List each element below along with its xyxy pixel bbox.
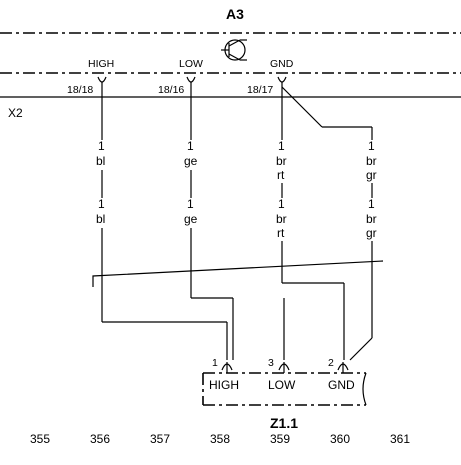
wire-labels-bl: 1 bl 1 bl (96, 139, 105, 226)
connector-x2-label: X2 (8, 106, 23, 120)
transistor-icon (221, 39, 247, 61)
signal-label-gnd: GND (270, 58, 294, 70)
module-a3-label: A3 (226, 6, 244, 22)
grid-number: 360 (330, 432, 350, 446)
plug-icon-2 (337, 362, 349, 373)
pin-label-18-18: 18/18 (67, 84, 93, 96)
signal-label-low: LOW (179, 58, 203, 70)
pin-label-18-17: 18/17 (247, 84, 273, 96)
wire-label: br (366, 212, 377, 226)
wire-label: 1 (368, 139, 375, 153)
component-z11-label: Z1.1 (270, 415, 298, 431)
plug-icon-1 (221, 362, 233, 373)
wire-label: 1 (278, 197, 285, 211)
grid-number: 355 (30, 432, 50, 446)
component-z11-right-border (362, 372, 367, 406)
grid-numbers: 355 356 357 358 359 360 361 (30, 432, 410, 446)
wire-labels-br-gr: 1 br gr 1 br gr (366, 139, 377, 240)
component-z11: Z1.1 1 3 2 HIGH LOW GND (202, 357, 367, 431)
grid-number: 358 (210, 432, 230, 446)
socket-icon-high (97, 76, 107, 87)
wire-label: gr (366, 168, 377, 182)
wire-label: br (276, 212, 287, 226)
signal-label-high: HIGH (88, 58, 114, 70)
wire-label: rt (277, 168, 285, 182)
wire-labels-ge: 1 ge 1 ge (184, 139, 198, 226)
wire-br-rt (281, 87, 345, 360)
wire-label: br (276, 154, 287, 168)
wire-label: rt (277, 226, 285, 240)
wire-ge (190, 87, 234, 360)
pin-label-18-16: 18/16 (158, 84, 184, 96)
bottom-pin-number-1: 1 (212, 357, 218, 369)
bottom-pin-number-2: 2 (328, 357, 334, 369)
wire-label: 1 (98, 197, 105, 211)
wire-label: 1 (187, 139, 194, 153)
wire-label: bl (96, 154, 105, 168)
wire-label: bl (96, 212, 105, 226)
wire-label: 1 (187, 197, 194, 211)
wire-label: 1 (278, 139, 285, 153)
wire-label: 1 (368, 197, 375, 211)
wire-bl (101, 87, 228, 360)
wire-label: 1 (98, 139, 105, 153)
bottom-signal-gnd: GND (328, 378, 355, 392)
bottom-signal-low: LOW (268, 378, 296, 392)
grid-number: 357 (150, 432, 170, 446)
grid-number: 361 (390, 432, 410, 446)
wire-label: ge (184, 212, 198, 226)
wire-label: ge (184, 154, 198, 168)
bottom-signal-high: HIGH (209, 378, 239, 392)
connector-x2: X2 18/18 18/16 18/17 (0, 84, 461, 120)
grid-number: 359 (270, 432, 290, 446)
plug-icon-3 (278, 362, 290, 373)
socket-icon-low (186, 76, 196, 87)
module-a3: A3 (0, 6, 461, 74)
grid-number: 356 (90, 432, 110, 446)
socket-icon-gnd (277, 76, 287, 87)
wire-labels-br-rt: 1 br rt 1 br rt (276, 139, 287, 240)
bottom-pin-number-3: 3 (268, 357, 274, 369)
wire-label: br (366, 154, 377, 168)
wire-br-gr (281, 86, 373, 361)
shield-line (92, 260, 384, 287)
wire-label: gr (366, 226, 377, 240)
